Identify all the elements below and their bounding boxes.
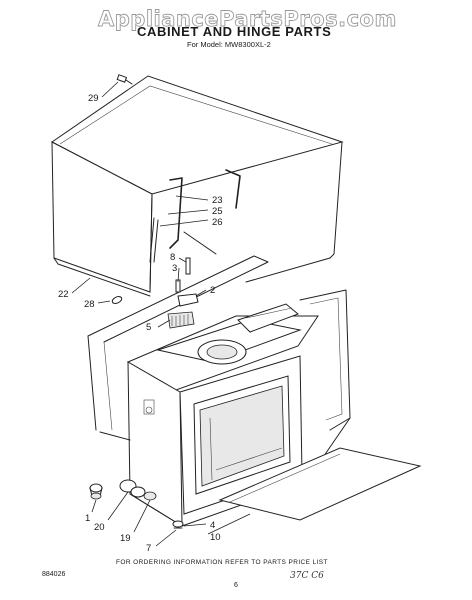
callout-28: 28 <box>84 299 95 310</box>
callout-19: 19 <box>120 533 131 544</box>
diagram-title: CABINET AND HINGE PARTS <box>137 24 331 39</box>
document-number: 884026 <box>42 571 65 578</box>
callout-7: 7 <box>146 543 151 554</box>
screw-28 <box>111 296 123 304</box>
callout-8: 8 <box>170 252 175 263</box>
callout-22: 22 <box>58 289 69 300</box>
callout-26: 26 <box>212 217 223 228</box>
callout-23: 23 <box>212 195 223 206</box>
oven-chassis <box>99 289 351 527</box>
callout-leaders <box>71 81 251 547</box>
hinge-strips <box>149 169 241 263</box>
watermark: AppliancePartsPros.com <box>98 7 397 31</box>
model-subtitle: For Model: MW8300XL-2 <box>187 40 271 49</box>
callout-29: 29 <box>88 93 99 104</box>
hinge-assembly <box>167 257 199 329</box>
callout-25: 25 <box>212 206 223 217</box>
feet-and-grommets <box>89 479 184 529</box>
handwritten-note: 37C C6 <box>290 571 324 581</box>
callout-labels: 29 23 25 26 8 3 2 22 28 5 1 20 19 4 10 7 <box>58 93 223 554</box>
screw-29 <box>116 74 133 85</box>
ordering-note: FOR ORDERING INFORMATION REFER TO PARTS … <box>116 559 328 566</box>
callout-10: 10 <box>210 532 221 543</box>
callout-2: 2 <box>210 285 215 296</box>
page-number: 6 <box>234 582 238 589</box>
callout-3: 3 <box>172 263 177 274</box>
callout-1: 1 <box>85 513 90 524</box>
callout-5: 5 <box>146 322 151 333</box>
bottom-tray <box>218 447 422 521</box>
outer-cabinet-wrapper <box>51 75 344 297</box>
callout-4: 4 <box>210 520 215 531</box>
callout-20: 20 <box>94 522 105 533</box>
